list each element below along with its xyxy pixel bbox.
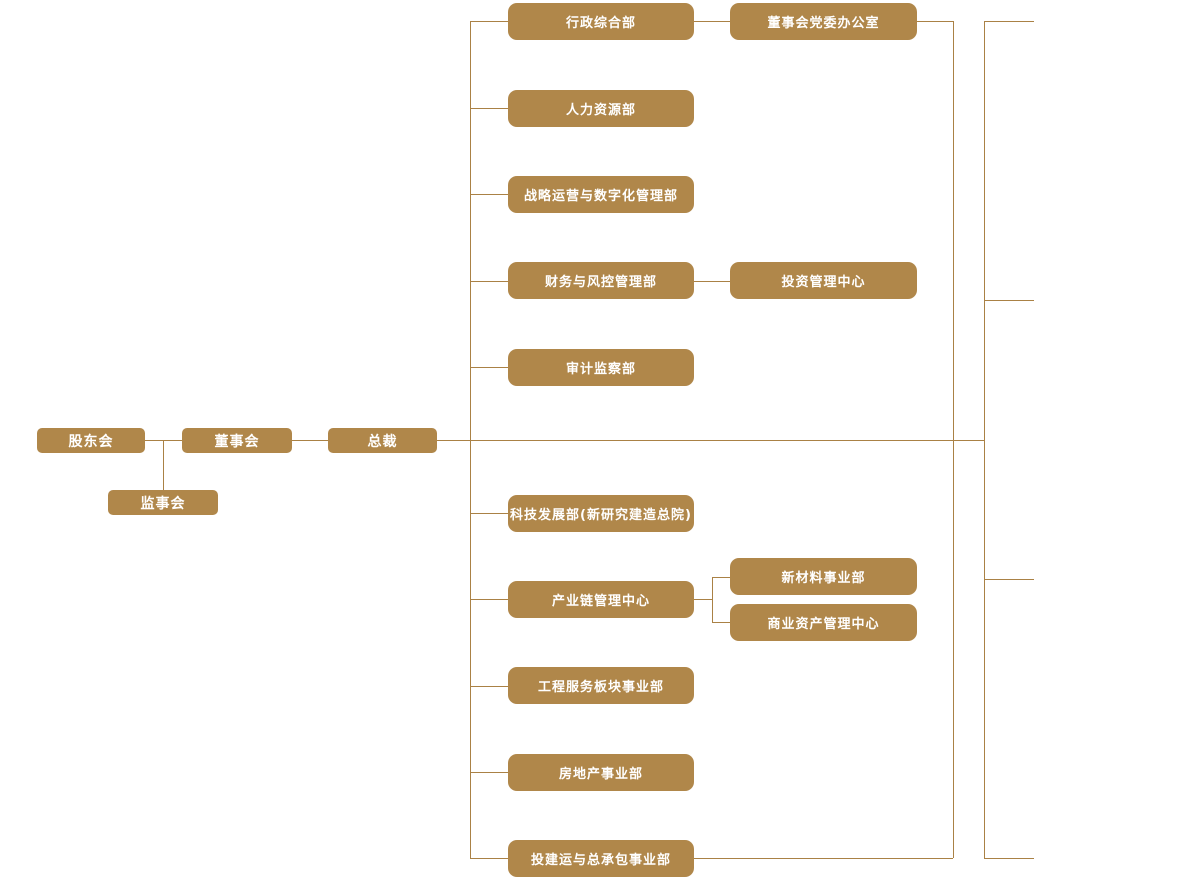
node-real-estate: 房地产事业部 bbox=[508, 754, 694, 791]
right-loop-line bbox=[953, 21, 954, 858]
node-industry-chain: 产业链管理中心 bbox=[508, 581, 694, 618]
node-strategy-digital: 战略运营与数字化管理部 bbox=[508, 176, 694, 213]
connector-party-office-right bbox=[917, 21, 953, 22]
node-engineering-services: 工程服务板块事业部 bbox=[508, 667, 694, 704]
connector-stub-investment-construction bbox=[470, 858, 508, 859]
connector-finance-investment-center bbox=[694, 281, 730, 282]
connector-president-trunk bbox=[437, 440, 984, 441]
dept-spine-line bbox=[470, 21, 471, 858]
node-president: 总裁 bbox=[328, 428, 437, 453]
connector-stub-finance bbox=[470, 281, 508, 282]
node-shareholders: 股东会 bbox=[37, 428, 145, 453]
node-commercial-assets: 商业资产管理中心 bbox=[730, 604, 917, 641]
connector-new-materials bbox=[712, 577, 730, 578]
connector-supervisory-drop bbox=[163, 440, 164, 490]
node-supervisory-board: 监事会 bbox=[108, 490, 218, 515]
connector-stub-strategy bbox=[470, 194, 508, 195]
connector-stub-hr bbox=[470, 108, 508, 109]
truncated-connector-4 bbox=[984, 858, 1034, 859]
node-tech-development: 科技发展部(新研究建造总院) bbox=[508, 495, 694, 532]
connector-stub-real-estate bbox=[470, 772, 508, 773]
connector-stub-admin bbox=[470, 21, 508, 22]
truncated-connector-1 bbox=[984, 21, 1034, 22]
node-finance-risk: 财务与风控管理部 bbox=[508, 262, 694, 299]
truncated-connector-3 bbox=[984, 579, 1034, 580]
right-spine-line bbox=[984, 21, 985, 858]
connector-stub-tech bbox=[470, 513, 508, 514]
connector-admin-party-office bbox=[694, 21, 730, 22]
connector-industry-chain-branch bbox=[694, 599, 712, 600]
connector-commercial-assets bbox=[712, 622, 730, 623]
connector-board-president bbox=[292, 440, 328, 441]
node-admin-general: 行政综合部 bbox=[508, 3, 694, 40]
node-new-materials: 新材料事业部 bbox=[730, 558, 917, 595]
node-human-resources: 人力资源部 bbox=[508, 90, 694, 127]
connector-stub-audit bbox=[470, 367, 508, 368]
truncated-connector-2 bbox=[984, 300, 1034, 301]
industry-chain-branch-spine bbox=[712, 577, 713, 622]
node-investment-construction: 投建运与总承包事业部 bbox=[508, 840, 694, 877]
node-investment-center: 投资管理中心 bbox=[730, 262, 917, 299]
connector-stub-engineering bbox=[470, 686, 508, 687]
connector-bottom-right bbox=[694, 858, 953, 859]
node-audit-supervision: 审计监察部 bbox=[508, 349, 694, 386]
node-board-party-office: 董事会党委办公室 bbox=[730, 3, 917, 40]
node-board-of-directors: 董事会 bbox=[182, 428, 292, 453]
connector-stub-industry-chain bbox=[470, 599, 508, 600]
